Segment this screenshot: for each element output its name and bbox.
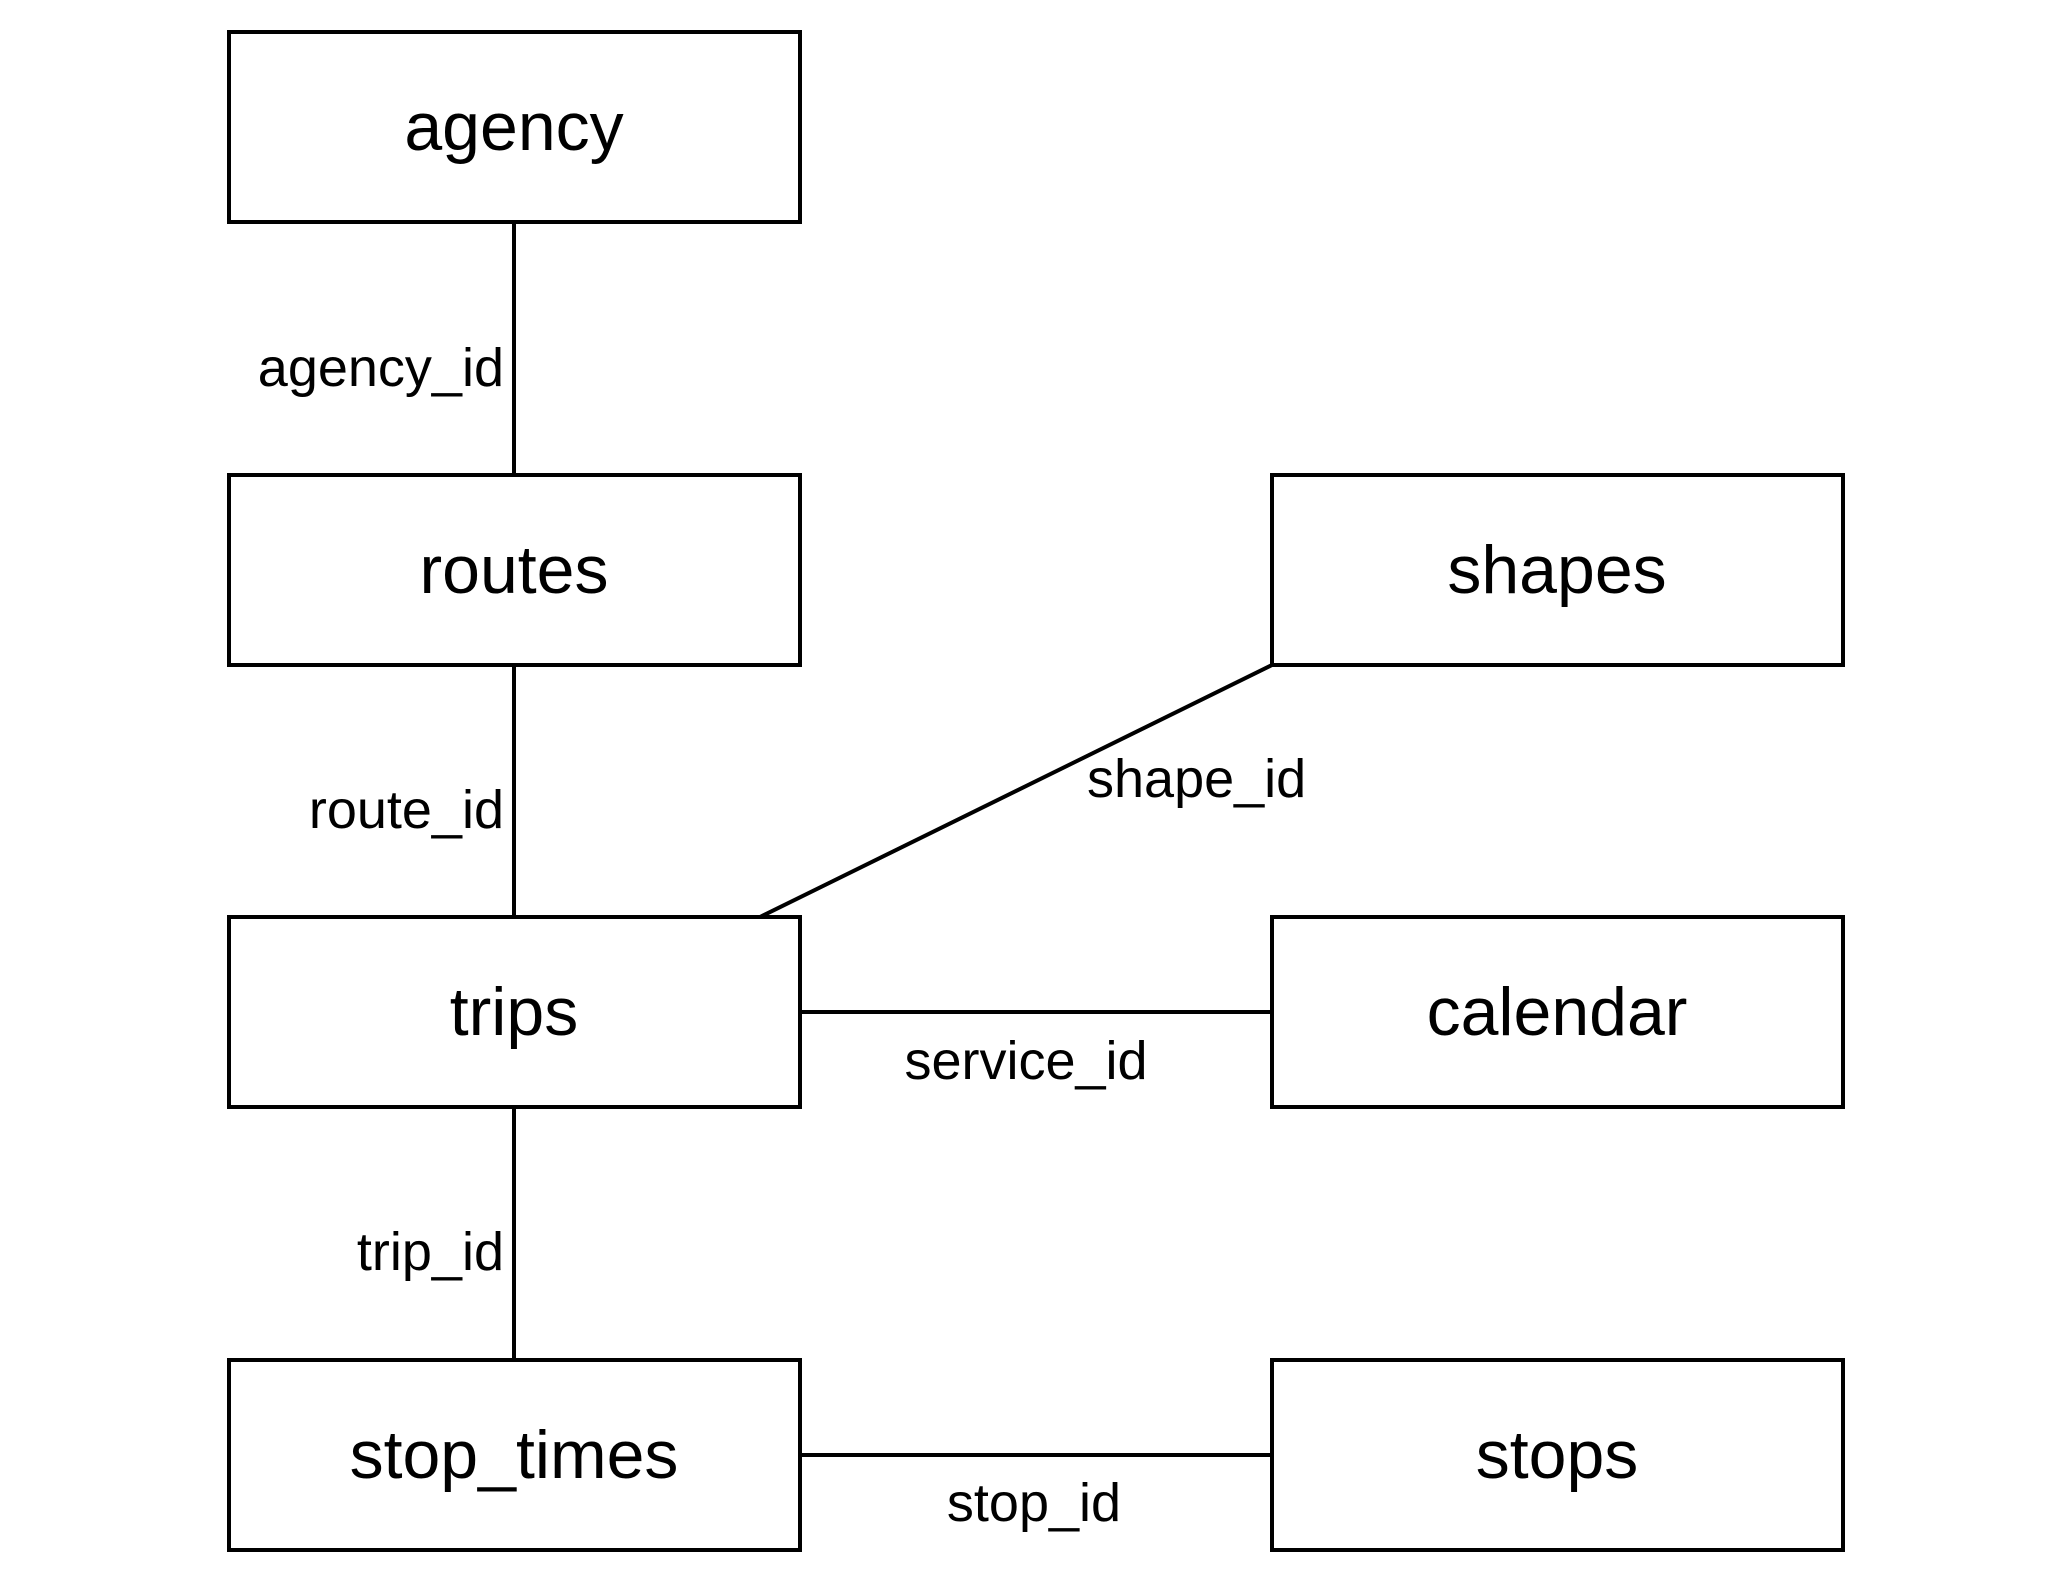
edge-label-agency-id: agency_id: [258, 338, 504, 398]
entity-trips: trips: [227, 915, 802, 1109]
entity-stops: stops: [1270, 1358, 1845, 1552]
edge-label-route-id: route_id: [309, 780, 504, 840]
entity-agency: agency: [227, 30, 802, 224]
entity-stop-times: stop_times: [227, 1358, 802, 1552]
entity-label-stop-times: stop_times: [350, 1417, 679, 1493]
entity-label-routes: routes: [420, 532, 609, 608]
edge-label-service-id: service_id: [904, 1031, 1147, 1091]
entity-routes: routes: [227, 473, 802, 667]
entity-label-agency: agency: [404, 89, 623, 165]
edge-label-stop-id: stop_id: [947, 1473, 1121, 1533]
entity-label-calendar: calendar: [1427, 974, 1688, 1050]
entity-label-shapes: shapes: [1447, 532, 1666, 608]
entity-label-stops: stops: [1476, 1417, 1639, 1493]
entity-shapes: shapes: [1270, 473, 1845, 667]
edge-label-trip-id: trip_id: [357, 1222, 504, 1282]
edge-trips-shapes: [759, 663, 1273, 919]
entity-calendar: calendar: [1270, 915, 1845, 1109]
edge-label-shape-id: shape_id: [1087, 749, 1306, 809]
entity-label-trips: trips: [450, 974, 578, 1050]
